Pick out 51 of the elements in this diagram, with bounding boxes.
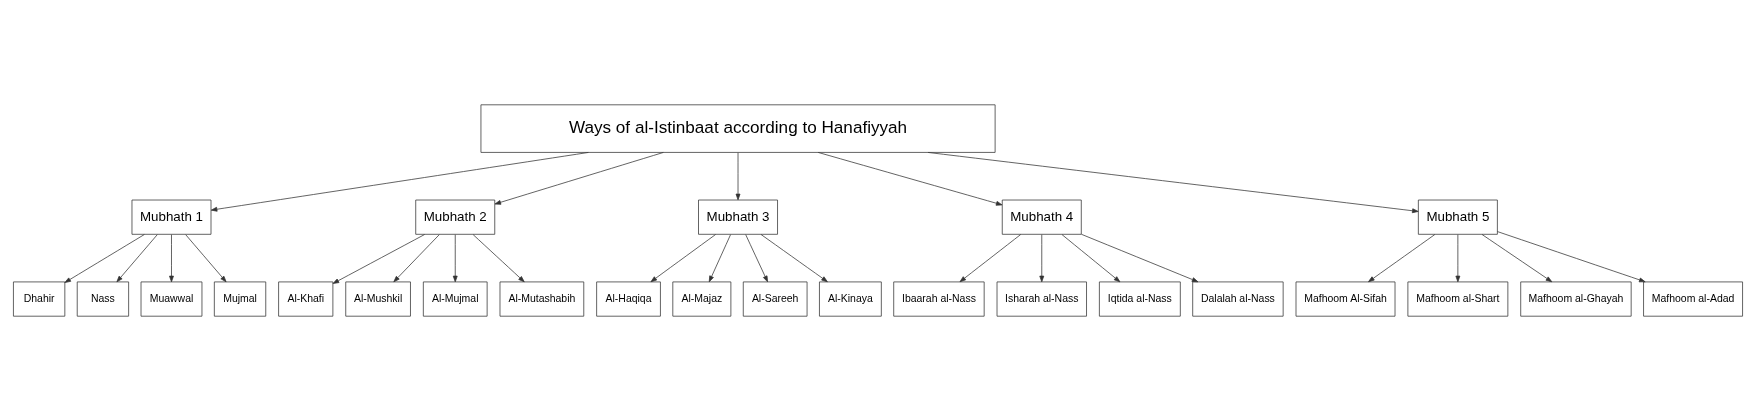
node-box: Al-Mujmal	[422, 281, 488, 317]
arrow	[1368, 233, 1436, 282]
arrow	[745, 233, 768, 282]
node-box: Mubhath 4	[1001, 199, 1082, 235]
node-box: Al-Majaz	[672, 281, 732, 317]
arrow	[1039, 233, 1045, 282]
arrow	[452, 233, 458, 282]
node-box: Ways of al-Istinbaat according to Hanafiyyah	[480, 103, 996, 153]
arrow	[472, 233, 525, 282]
node-box: Al-Mutashabih	[499, 281, 585, 317]
arrow	[494, 151, 664, 205]
arrow	[650, 233, 716, 282]
arrow	[393, 233, 440, 282]
node-box: Mubhath 1	[131, 199, 212, 235]
node-box: Al-Kinaya	[819, 281, 882, 317]
node-box: Al-Mushkil	[345, 281, 411, 317]
arrow	[959, 233, 1022, 282]
arrow	[332, 233, 425, 284]
node-box: Mubhath 3	[698, 199, 778, 235]
arrow	[817, 151, 1003, 206]
node-box: Al-Haqiqa	[596, 281, 661, 317]
node-box: Al-Khafi	[278, 281, 334, 317]
node-box: Iqtida al-Nass	[1099, 281, 1181, 317]
arrow	[760, 233, 828, 282]
arrow	[1455, 233, 1461, 282]
arrow	[1497, 230, 1646, 282]
node-box: Dhahir	[13, 281, 66, 317]
node-box: Ibaarah al-Nass	[893, 281, 985, 317]
arrow	[1481, 233, 1553, 282]
node-box: Isharah al-Nass	[996, 281, 1087, 317]
node-box: Mafhoom Al-Sifah	[1295, 281, 1396, 317]
arrow	[116, 233, 158, 282]
node-box: Mafhoom al-Adad	[1643, 281, 1743, 317]
arrow	[1061, 233, 1121, 282]
node-box: Muawwal	[140, 281, 203, 317]
node-box: Mafhoom al-Shart	[1407, 281, 1509, 317]
arrow	[185, 233, 227, 282]
node-box: Al-Sareeh	[742, 281, 808, 317]
node-box: Mafhoom al-Ghayah	[1520, 281, 1632, 317]
arrow	[708, 233, 731, 282]
arrow	[64, 233, 145, 283]
arrow	[210, 151, 589, 212]
arrow	[735, 151, 741, 200]
arrow	[1081, 233, 1199, 282]
node-box: Mujmal	[213, 281, 267, 317]
node-box: Mubhath 2	[415, 199, 496, 235]
node-box: Dalalah al-Nass	[1192, 281, 1284, 317]
node-box: Nass	[76, 281, 129, 317]
arrow	[927, 151, 1419, 213]
arrow	[169, 233, 174, 282]
node-box: Mubhath 5	[1417, 199, 1498, 235]
